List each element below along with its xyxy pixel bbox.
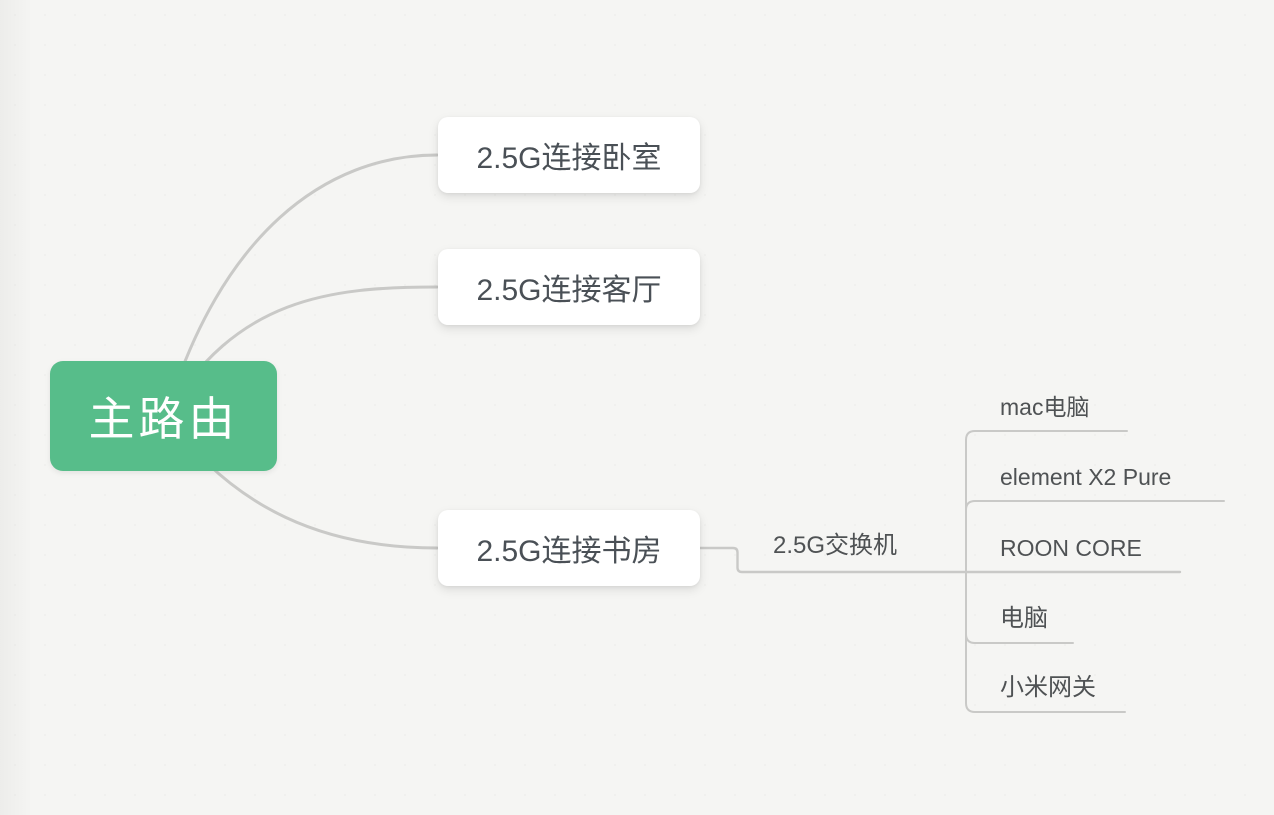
topic-study-room[interactable]: 2.5G连接书房 (438, 510, 700, 586)
topic-living-room-label: 2.5G连接客厅 (476, 274, 662, 307)
topic-roon-core-label: ROON CORE (1000, 535, 1142, 561)
connector-root-to-bedroom (164, 153, 439, 418)
topic-switch[interactable]: 2.5G交换机 (773, 531, 897, 561)
topic-xiaomi-gateway[interactable]: 小米网关 (1000, 673, 1096, 703)
topic-bedroom[interactable]: 2.5G连接卧室 (438, 117, 700, 193)
topic-switch-label: 2.5G交换机 (773, 532, 898, 559)
topic-xiaomi-gateway-label: 小米网关 (1000, 674, 1096, 701)
topic-mac-computer[interactable]: mac电脑 (1000, 392, 1089, 422)
topic-pc-label: 电脑 (1000, 605, 1048, 632)
topic-element-x2-pure-label: element X2 Pure (1000, 464, 1172, 490)
topic-living-room[interactable]: 2.5G连接客厅 (438, 249, 700, 325)
connector-switch-to-gateway (965, 571, 1126, 713)
topic-mac-computer-label: mac电脑 (1000, 394, 1090, 420)
root-topic[interactable]: 主路由 (50, 361, 277, 471)
connector-switch-to-element (965, 500, 1225, 573)
topic-roon-core[interactable]: ROON CORE (1000, 533, 1142, 563)
topic-element-x2-pure[interactable]: element X2 Pure (1000, 462, 1171, 492)
topic-bedroom-label: 2.5G连接卧室 (476, 142, 662, 175)
root-topic-label: 主路由 (88, 393, 239, 445)
topic-study-room-label: 2.5G连接书房 (476, 535, 662, 568)
connector-study-to-switch (698, 546, 1182, 574)
topic-pc[interactable]: 电脑 (1000, 604, 1048, 634)
connector-switch-to-mac (965, 430, 1128, 573)
